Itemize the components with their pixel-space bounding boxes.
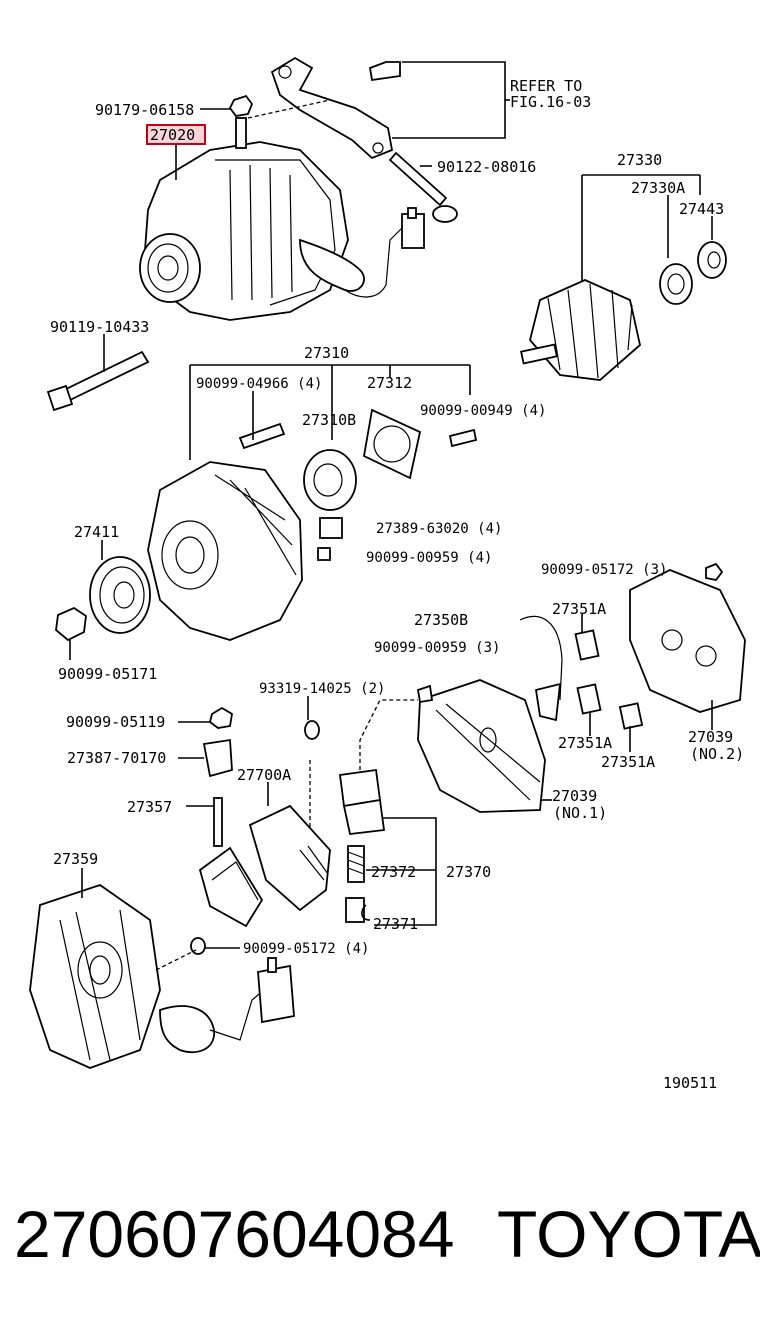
regulator-illustration <box>198 797 331 928</box>
refer-note-line2: FIG.16-03 <box>510 93 591 111</box>
rear-end-frame-illustration <box>29 884 295 1069</box>
label-27039-a-note: (NO.2) <box>690 745 744 763</box>
label-27351A-3[interactable]: 27351A <box>601 753 655 771</box>
label-27330[interactable]: 27330 <box>617 151 662 169</box>
label-90099-05171[interactable]: 90099-05171 <box>58 665 157 683</box>
nut-90179 <box>228 94 254 117</box>
brush-holder-assembly-illustration <box>338 768 386 923</box>
drive-end-frame-illustration <box>147 408 478 641</box>
alternator-assembly-illustration <box>139 117 425 321</box>
label-27312[interactable]: 27312 <box>367 374 412 392</box>
figure-number: 190511 <box>663 1074 717 1092</box>
pulley-illustration <box>55 556 151 642</box>
through-bolt-90119 <box>46 350 150 412</box>
label-90099-05119[interactable]: 90099-05119 <box>66 713 165 731</box>
label-27389-63020[interactable]: 27389-63020 (4) <box>376 521 502 537</box>
label-27359[interactable]: 27359 <box>53 850 98 868</box>
label-90099-00949[interactable]: 90099-00949 (4) <box>420 403 546 419</box>
rectifier-holder-illustration <box>417 679 546 813</box>
label-90122-08016[interactable]: 90122-08016 <box>437 158 536 176</box>
label-27387-70170[interactable]: 27387-70170 <box>67 749 166 767</box>
small-parts-illustration <box>202 684 434 778</box>
label-27372[interactable]: 27372 <box>371 863 416 881</box>
brush-holder-insulators <box>519 615 644 730</box>
label-27020[interactable]: 27020 <box>150 126 195 144</box>
label-90099-05172-a[interactable]: 90099-05172 (3) <box>541 562 667 578</box>
footer-brand: TOYOTA <box>497 1197 760 1271</box>
highlight-box-27020 <box>146 124 206 145</box>
footer-part-number: 27060760408​4 <box>14 1197 454 1271</box>
label-27039-a[interactable]: 27039 <box>688 728 733 746</box>
label-27039-b-note: (NO.1) <box>553 804 607 822</box>
label-27370[interactable]: 27370 <box>446 863 491 881</box>
label-90099-00959-a[interactable]: 90099-00959 (4) <box>366 550 492 566</box>
label-90119-10433[interactable]: 90119-10433 <box>50 318 149 336</box>
label-27350B[interactable]: 27350B <box>414 611 468 629</box>
label-27700A[interactable]: 27700A <box>237 766 291 784</box>
label-93319-14025[interactable]: 93319-14025 (2) <box>259 681 385 697</box>
label-27443[interactable]: 27443 <box>679 200 724 218</box>
rectifier-end-cover-illustration <box>629 562 746 713</box>
label-90179-06158[interactable]: 90179-06158 <box>95 101 194 119</box>
label-27371[interactable]: 27371 <box>373 915 418 933</box>
label-27039-b[interactable]: 27039 <box>552 787 597 805</box>
label-27310B[interactable]: 27310B <box>302 411 356 429</box>
label-90099-00959-b[interactable]: 90099-00959 (3) <box>374 640 500 656</box>
refer-note-line1: REFER TO <box>510 77 582 95</box>
label-27330A[interactable]: 27330A <box>631 179 685 197</box>
long-bolt-90122 <box>388 151 458 223</box>
rotor-illustration <box>520 241 727 381</box>
label-27351A-1[interactable]: 27351A <box>552 600 606 618</box>
label-27351A-2[interactable]: 27351A <box>558 734 612 752</box>
label-27310[interactable]: 27310 <box>304 344 349 362</box>
label-27411[interactable]: 27411 <box>74 523 119 541</box>
label-90099-05172-b[interactable]: 90099-05172 (4) <box>243 941 369 957</box>
label-90099-04966[interactable]: 90099-04966 (4) <box>196 376 322 392</box>
label-27357[interactable]: 27357 <box>127 798 172 816</box>
